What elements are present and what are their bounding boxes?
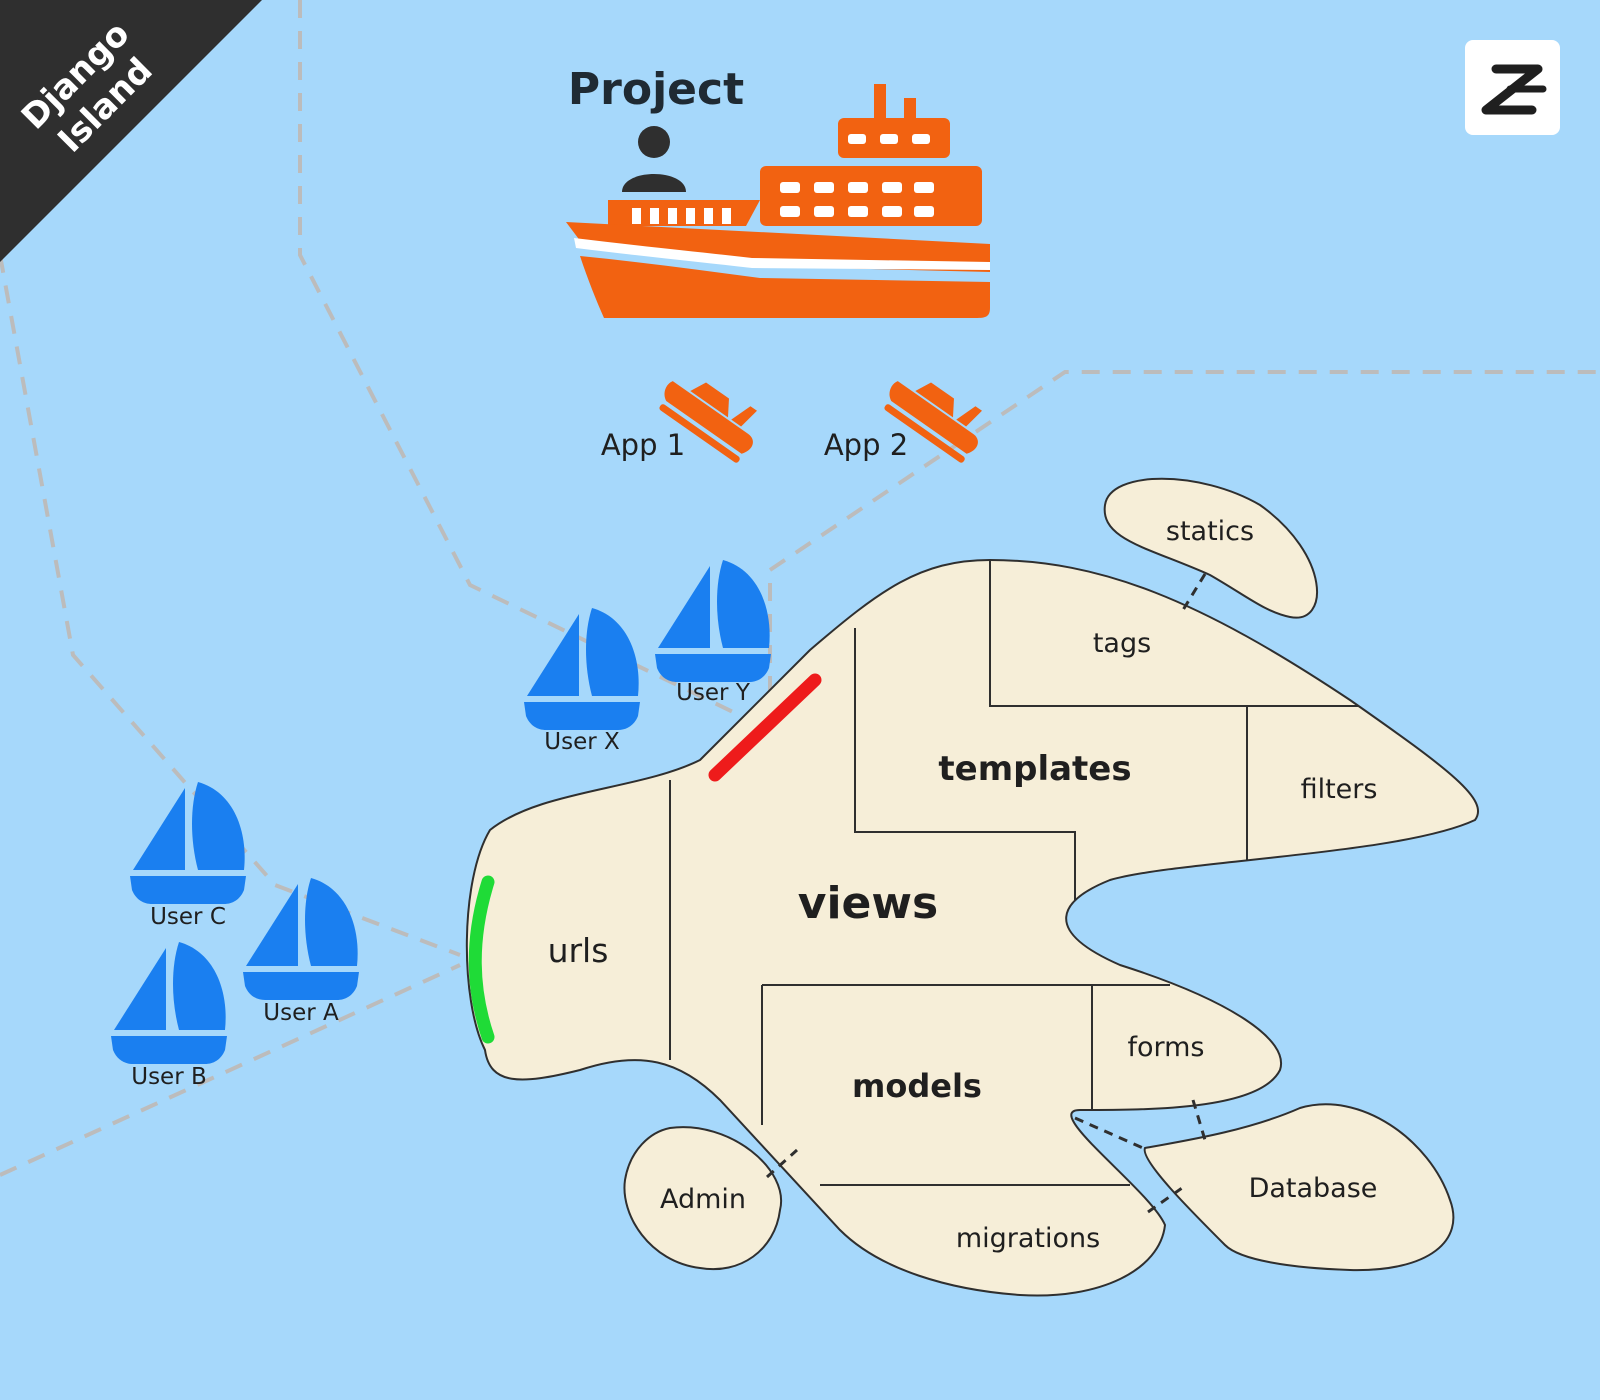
islet-statics	[1103, 477, 1318, 619]
app2-label: App 2	[824, 428, 908, 462]
region-views: views	[798, 878, 938, 929]
region-tags: tags	[1093, 628, 1151, 659]
project-label: Project	[568, 64, 744, 115]
region-filters: filters	[1301, 774, 1378, 805]
islet-connectors	[765, 573, 1207, 1214]
sailboat-icon	[655, 560, 771, 682]
corner-triangle	[0, 0, 262, 262]
route-userb	[0, 963, 461, 1177]
app1-label: App 1	[601, 428, 685, 462]
connector-admin-models	[765, 1148, 799, 1179]
sailboat-icon	[111, 942, 227, 1064]
sailboat-icon	[130, 782, 246, 904]
islet-admin-label: Admin	[660, 1184, 746, 1215]
user-a-label: User A	[263, 1000, 339, 1026]
region-urls: urls	[548, 931, 609, 970]
sailboat-icon	[524, 608, 640, 730]
islet-admin	[623, 1126, 783, 1271]
user-y-label: User Y	[676, 680, 751, 706]
connector-database-models	[1074, 1116, 1144, 1150]
island-outline	[465, 558, 1480, 1297]
route-userc	[0, 254, 461, 957]
z-logo-icon	[1465, 40, 1560, 135]
main-island	[465, 558, 1480, 1297]
connector-database-forms	[1191, 1099, 1207, 1141]
red-entry-zone	[708, 673, 822, 782]
region-forms: forms	[1127, 1032, 1204, 1063]
jetski-icon	[884, 381, 982, 463]
user-b-label: User B	[131, 1064, 207, 1090]
region-borders	[669, 560, 1360, 1186]
jetski-icon	[659, 381, 757, 463]
route-usery	[768, 370, 1600, 725]
islet-database-label: Database	[1249, 1173, 1378, 1204]
connector-statics-tags	[1181, 573, 1207, 611]
islet-statics-label: statics	[1166, 516, 1254, 547]
region-templates: templates	[938, 749, 1131, 789]
island-land	[466, 560, 1479, 1296]
sailboat-icon	[243, 878, 359, 1000]
green-entry-zone	[468, 875, 495, 1044]
islet-database	[1143, 1103, 1455, 1272]
user-c-label: User C	[150, 904, 226, 930]
region-migrations: migrations	[956, 1223, 1100, 1254]
user-x-label: User X	[544, 729, 620, 755]
person-icon	[622, 126, 686, 192]
corner-banner: Django Island	[0, 0, 262, 262]
region-models: models	[852, 1067, 982, 1105]
ship-icon	[566, 84, 990, 318]
connector-database-migrations	[1147, 1186, 1183, 1214]
